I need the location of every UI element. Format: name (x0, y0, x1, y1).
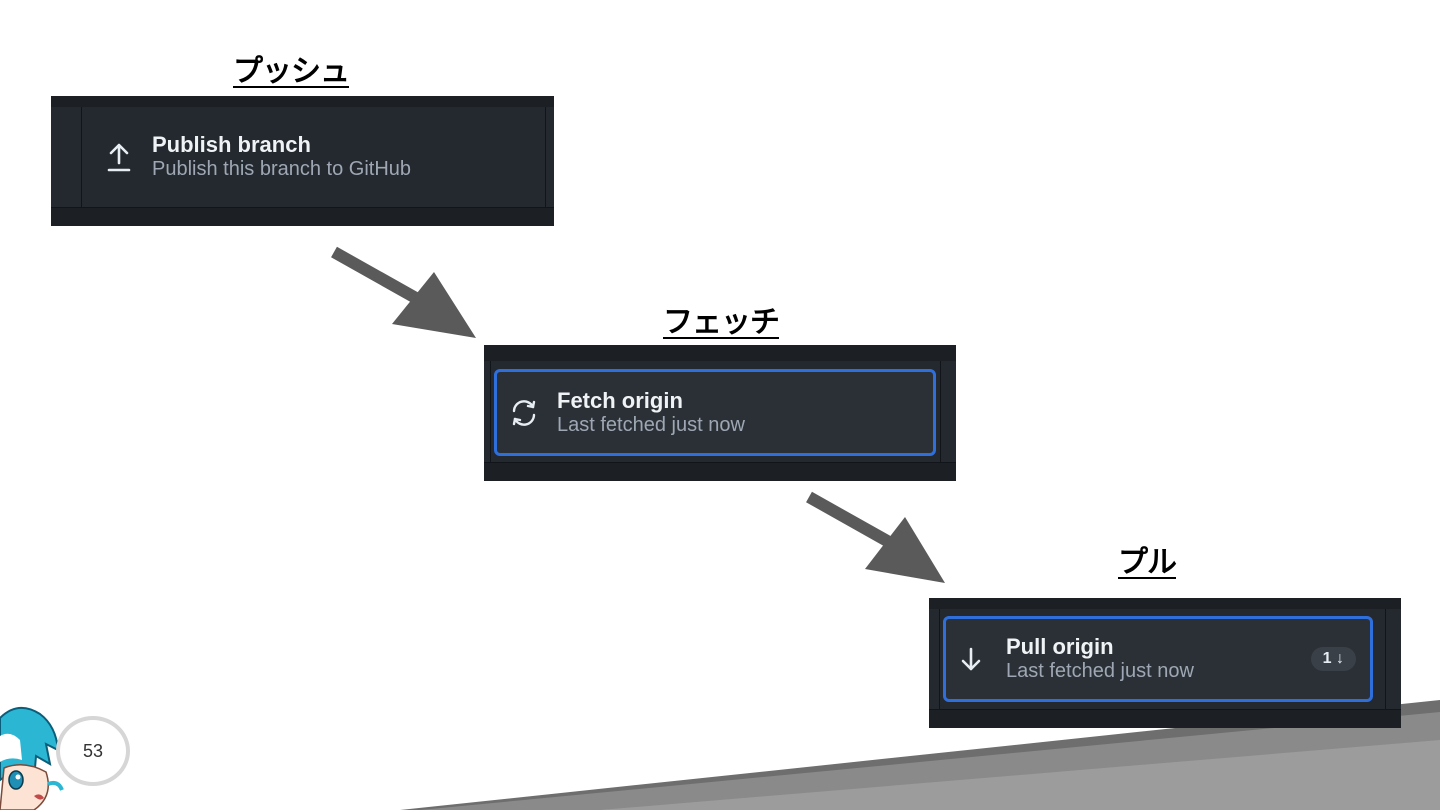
pull-origin-button[interactable]: Pull origin Last fetched just now 1 ↓ (943, 616, 1373, 702)
publish-branch-title: Publish branch (152, 132, 311, 157)
page-number-label: 53 (82, 740, 104, 761)
push-heading: プッシュ (233, 54, 350, 89)
pull-heading: プル (1118, 545, 1177, 580)
arrow-up-icon (104, 141, 134, 173)
arrow-down-icon (956, 645, 986, 673)
mascot-character-icon (0, 707, 64, 810)
pull-panel: Pull origin Last fetched just now 1 ↓ (929, 598, 1401, 728)
fetch-panel: Fetch origin Last fetched just now (484, 345, 956, 481)
sync-icon (509, 398, 539, 428)
arrow-down-right-icon (331, 246, 476, 338)
page-number: 53 (56, 716, 130, 786)
fetch-heading: フェッチ (663, 305, 780, 340)
fetch-origin-subtitle: Last fetched just now (557, 413, 745, 436)
pull-origin-subtitle: Last fetched just now (1006, 660, 1194, 682)
fetch-origin-button[interactable]: Fetch origin Last fetched just now (494, 369, 936, 456)
pull-count-badge: 1 ↓ (1310, 647, 1356, 671)
publish-branch-subtitle: Publish this branch to GitHub (152, 158, 412, 180)
arrow-down-right-icon (806, 491, 945, 583)
push-panel: Publish branch Publish this branch to Gi… (51, 96, 554, 226)
fetch-origin-title: Fetch origin (557, 387, 683, 413)
publish-branch-button[interactable]: Publish branch Publish this branch to Gi… (82, 107, 545, 207)
pull-origin-title: Pull origin (1006, 634, 1114, 659)
